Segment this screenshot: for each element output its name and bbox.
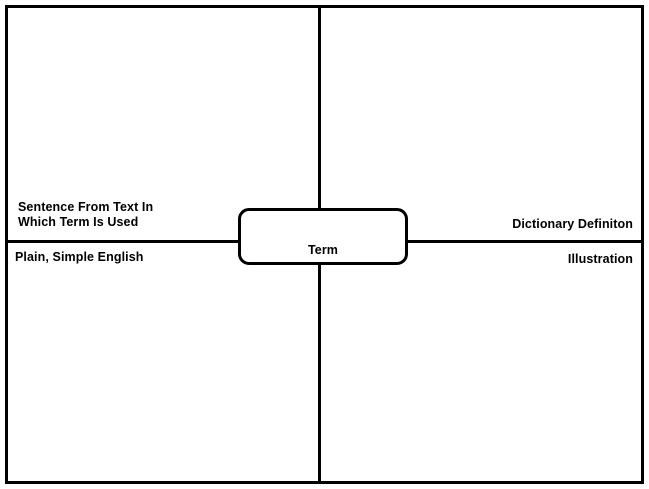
vertical-divider-bottom xyxy=(318,264,321,484)
term-box-label: Term xyxy=(307,243,339,257)
quadrant-label-illustration: Illustration xyxy=(567,252,633,266)
vertical-divider-top xyxy=(318,5,321,210)
quadrant-label-plain-simple-english: Plain, Simple English xyxy=(15,250,144,264)
quadrant-label-dictionary-definition: Dictionary Definiton xyxy=(512,217,633,231)
horizontal-divider-left xyxy=(5,240,241,243)
quadrant-label-sentence-from-text: Sentence From Text In Which Term Is Used xyxy=(18,200,154,229)
horizontal-divider-right xyxy=(406,240,644,243)
term-box: Term xyxy=(238,208,408,265)
